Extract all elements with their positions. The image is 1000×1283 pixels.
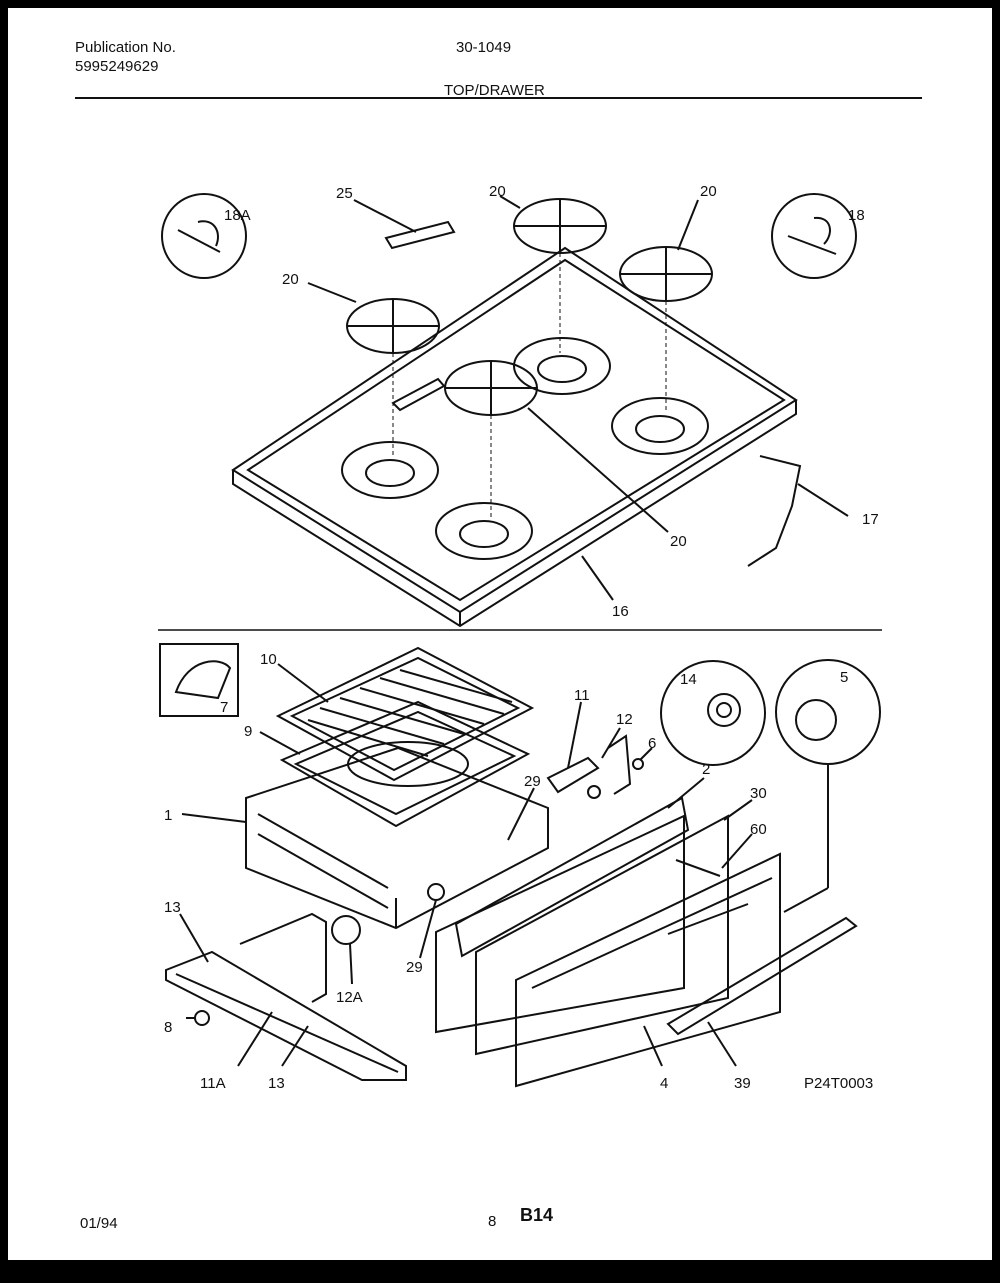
bracket-12a [331,915,361,945]
leader-30 [723,799,753,821]
leader-20-right [677,199,699,251]
leader-29-top [507,787,535,841]
leader-13-top [179,913,209,963]
leader-12a [349,943,353,985]
callout-39: 39 [734,1075,751,1092]
leader-29-bottom [419,899,437,959]
leader-39 [707,1021,737,1067]
screw-60 [675,859,721,877]
drawer-back-panel [454,796,690,958]
leader-1 [181,813,247,823]
callout-11a: 11A [200,1075,226,1092]
detail-circle-18a [161,193,247,279]
model-code: 30-1049 [456,39,512,56]
support-rod-part [747,455,802,567]
spark-igniter-18a-icon [177,220,221,253]
nut-6 [632,758,644,770]
knob-14-icon [707,693,741,727]
screw-part [587,785,601,799]
leader-17 [797,483,849,517]
callout-18a: 18A [224,207,251,224]
bracket-11 [546,756,600,794]
callout-9: 9 [244,723,252,740]
callout-16: 16 [612,603,629,620]
leader-60 [721,833,753,869]
callout-20-center: 20 [670,533,687,550]
figure-id: P24T0003 [804,1075,873,1092]
callout-1: 1 [164,807,172,824]
header-rule [75,97,922,99]
exploded-parts-drawing: 18A 25 20 20 18 20 17 20 16 7 10 11 12 1… [158,183,882,1092]
callout-10: 10 [260,651,277,668]
callout-12a: 12A [336,989,363,1006]
detail-circle-18 [771,193,857,279]
parts-diagram-sheet: Publication No. 5995249629 30-1049 TOP/D… [8,8,992,1260]
leader-4 [643,1025,663,1067]
drawer-slide-rail [165,912,407,1081]
drawer-inner-panel [435,814,685,1034]
leader-12 [601,727,621,759]
publication-label: Publication No. [75,39,176,56]
callout-2: 2 [702,761,710,778]
bracket-12 [607,734,632,795]
callout-30: 30 [750,785,767,802]
leader-20-top [499,195,521,209]
callout-20-left: 20 [282,271,299,288]
callout-29-top: 29 [524,773,541,790]
callout-13-bottom: 13 [268,1075,285,1092]
detail-box-7 [159,643,239,717]
callout-13-top: 13 [164,899,181,916]
callout-5: 5 [840,669,848,686]
roller-clip-7-icon [174,660,232,700]
callout-25: 25 [336,185,353,202]
leader-6-right [639,747,653,761]
grate-left [346,298,440,458]
leader-10 [277,663,329,703]
callout-6-right: 6 [648,735,656,752]
grommet-29 [427,883,445,901]
leader-11a [237,1011,273,1067]
section-title: TOP/DRAWER [444,82,545,99]
drawer-handle-39 [666,916,858,1036]
leader-2 [667,777,705,809]
footer-page-number: 8 [488,1213,497,1230]
callout-4: 4 [660,1075,668,1092]
callout-14: 14 [680,671,697,688]
drawer-front-4 [515,852,781,1088]
grate-top [513,198,607,353]
leader-13-bottom [281,1025,309,1067]
callout-17: 17 [862,511,879,528]
callout-18: 18 [848,207,865,224]
drawer-panel-30 [475,814,729,1056]
footer-date: 01/94 [80,1215,118,1232]
nut-8 [194,1010,210,1026]
leader-16 [581,555,614,601]
callout-11: 11 [574,687,590,704]
callout-60: 60 [750,821,767,838]
leader-25 [353,199,417,233]
leader-9 [259,731,301,755]
leader-20-center [527,407,669,533]
callout-8: 8 [164,1019,172,1036]
vent-trim-part [384,220,456,250]
callout-20-right: 20 [700,183,717,200]
drawer-body [245,746,549,930]
leader-11 [567,701,582,769]
callout-7: 7 [220,699,228,716]
grate-right [619,246,713,413]
publication-number: 5995249629 [75,58,159,75]
leader-20-left [307,282,357,303]
detail-circle-14 [660,660,766,766]
callout-20-top: 20 [489,183,506,200]
callout-12: 12 [616,711,633,728]
callout-29-bottom: 29 [406,959,423,976]
spark-igniter-18-icon [787,216,837,255]
cooktop-panel [231,246,798,628]
knob-5-icon [795,699,837,741]
broiler-grid [275,646,535,782]
footer-page-code: B14 [520,1205,554,1225]
grate-center [444,360,538,518]
detail-circle-5 [775,659,881,765]
